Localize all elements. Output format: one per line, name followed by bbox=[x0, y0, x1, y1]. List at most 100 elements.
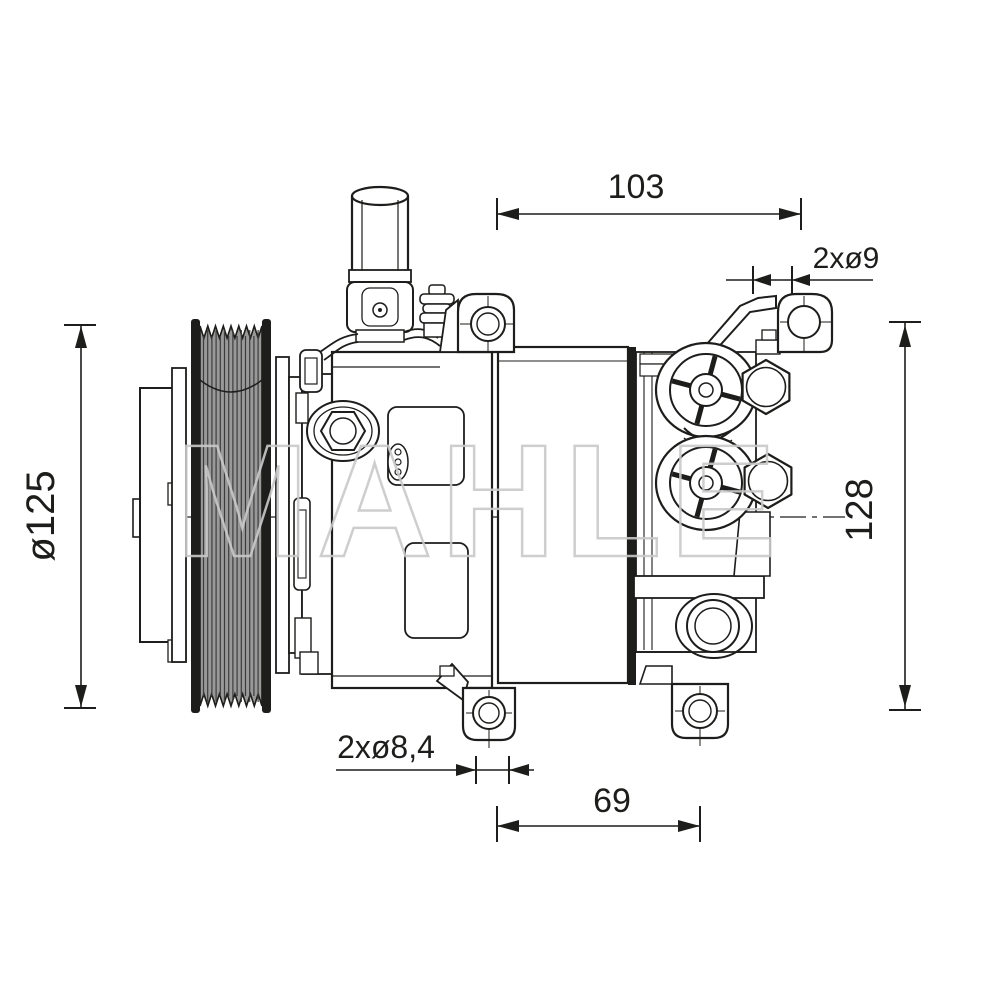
lug-hole bbox=[787, 305, 821, 339]
wire-branch-inner bbox=[403, 336, 441, 347]
cylinder-body bbox=[491, 345, 636, 688]
port-hex-cap bbox=[743, 452, 793, 510]
dimension-top-width: 103 bbox=[496, 168, 802, 230]
connector-top bbox=[350, 185, 410, 207]
port-spoke bbox=[694, 403, 705, 425]
electrical-connector bbox=[299, 185, 441, 393]
arrow-up bbox=[75, 326, 87, 348]
connector-flange bbox=[355, 329, 405, 343]
lug-foot bbox=[755, 339, 781, 355]
arrow-left bbox=[753, 274, 771, 286]
port-hub bbox=[689, 373, 723, 407]
port-cap-circle bbox=[745, 366, 787, 408]
arrow-left bbox=[497, 208, 519, 220]
dimension-top-rear-hole: 2xø9 bbox=[726, 242, 879, 294]
port-ring bbox=[669, 353, 743, 427]
pulley-flange-front bbox=[191, 319, 200, 713]
port-hub-center bbox=[698, 475, 714, 491]
stamp-glyph bbox=[394, 468, 402, 476]
dimension-label-mount-height: 128 bbox=[839, 478, 881, 541]
head-bottom-foot bbox=[638, 665, 673, 685]
connector-base bbox=[346, 281, 414, 333]
port-spoke bbox=[707, 355, 718, 377]
connector-collar bbox=[348, 269, 412, 283]
housing-foot-step bbox=[299, 651, 319, 675]
wire-inner bbox=[323, 341, 359, 361]
port-spoke bbox=[671, 378, 693, 389]
hex-bolt-circle bbox=[329, 417, 357, 445]
arrow-right bbox=[678, 820, 700, 832]
mount-lug-bottom-rear bbox=[670, 682, 730, 746]
port-cap-circle bbox=[747, 460, 789, 502]
bolt-boss-ring bbox=[313, 406, 373, 456]
dimension-label-bottom-span: 69 bbox=[593, 782, 631, 820]
lug-bracket-step bbox=[439, 665, 455, 677]
port-spoke bbox=[707, 448, 718, 470]
port-hub-center bbox=[698, 382, 714, 398]
arrow-right bbox=[456, 764, 476, 776]
connector-socket bbox=[361, 287, 399, 327]
hex-bolt-head bbox=[319, 411, 367, 451]
dimension-label-pulley-diameter: ø125 bbox=[19, 470, 63, 561]
pulley-curvature-arc bbox=[199, 379, 263, 393]
port-hub bbox=[689, 466, 723, 500]
lug-bracket bbox=[438, 298, 459, 353]
wire-clamp bbox=[299, 349, 323, 393]
arrow-down bbox=[899, 685, 911, 707]
lug-hole-inner bbox=[478, 702, 500, 724]
lug-foot bbox=[761, 329, 777, 341]
head-side-step bbox=[733, 511, 771, 577]
port-hex-cap bbox=[741, 358, 791, 416]
port-spoke bbox=[719, 391, 741, 402]
wire-outer bbox=[319, 333, 359, 353]
dimension-label-top-rear-hole: 2xø9 bbox=[813, 242, 880, 275]
connector-pin-dot bbox=[378, 308, 382, 312]
stamp-glyph bbox=[394, 448, 402, 456]
pulley-clutch-assembly bbox=[132, 319, 303, 713]
dimension-label-top-width: 103 bbox=[608, 168, 665, 206]
dimension-pulley-diameter: ø125 bbox=[19, 324, 96, 709]
label-plate-lower bbox=[404, 542, 469, 639]
lug-hole-inner bbox=[688, 699, 712, 723]
pulley-flange-rear bbox=[262, 319, 271, 713]
oil-plug-inner bbox=[694, 607, 732, 645]
arrow-left bbox=[497, 820, 519, 832]
housing-clamp-upper bbox=[295, 392, 309, 424]
port-spoke bbox=[694, 496, 705, 518]
connector-pin bbox=[372, 302, 388, 318]
mount-lug-top-front bbox=[438, 292, 516, 354]
wire-clamp-inner bbox=[304, 357, 318, 385]
lug-hole bbox=[472, 696, 506, 730]
dimension-mount-height: 128 bbox=[839, 321, 921, 711]
lug-hole-inner bbox=[476, 312, 500, 336]
port-spoke bbox=[671, 471, 693, 482]
brand-watermark: MAHLE bbox=[176, 411, 785, 590]
rear-joint-band bbox=[628, 347, 636, 685]
arrow-up bbox=[899, 325, 911, 347]
logo-stamp-oval bbox=[387, 443, 409, 481]
housing-clamp-inner bbox=[297, 509, 307, 579]
mount-lug-bottom-front bbox=[435, 662, 517, 748]
stamp-glyph bbox=[394, 458, 402, 466]
port-spoke bbox=[719, 484, 741, 495]
arrow-right bbox=[779, 208, 801, 220]
port-lower bbox=[654, 434, 793, 532]
clutch-hub-cover bbox=[139, 387, 175, 643]
lug-hole bbox=[470, 306, 506, 342]
arrow-right bbox=[792, 274, 810, 286]
dimension-bottom-hole: 2xø8,4 bbox=[336, 729, 534, 784]
port-upper bbox=[654, 341, 791, 439]
arrow-left bbox=[509, 764, 529, 776]
clutch-plate bbox=[171, 367, 187, 663]
dimension-label-bottom-hole: 2xø8,4 bbox=[337, 729, 435, 765]
arrow-down bbox=[75, 685, 87, 707]
port-ring bbox=[669, 446, 743, 520]
rear-head bbox=[633, 294, 793, 685]
valve-rib bbox=[419, 293, 455, 305]
pulley-groove-lines bbox=[202, 330, 259, 702]
dimension-bottom-span: 69 bbox=[496, 782, 701, 842]
oil-plug bbox=[675, 593, 753, 659]
mount-lug-top-rear bbox=[776, 292, 834, 354]
